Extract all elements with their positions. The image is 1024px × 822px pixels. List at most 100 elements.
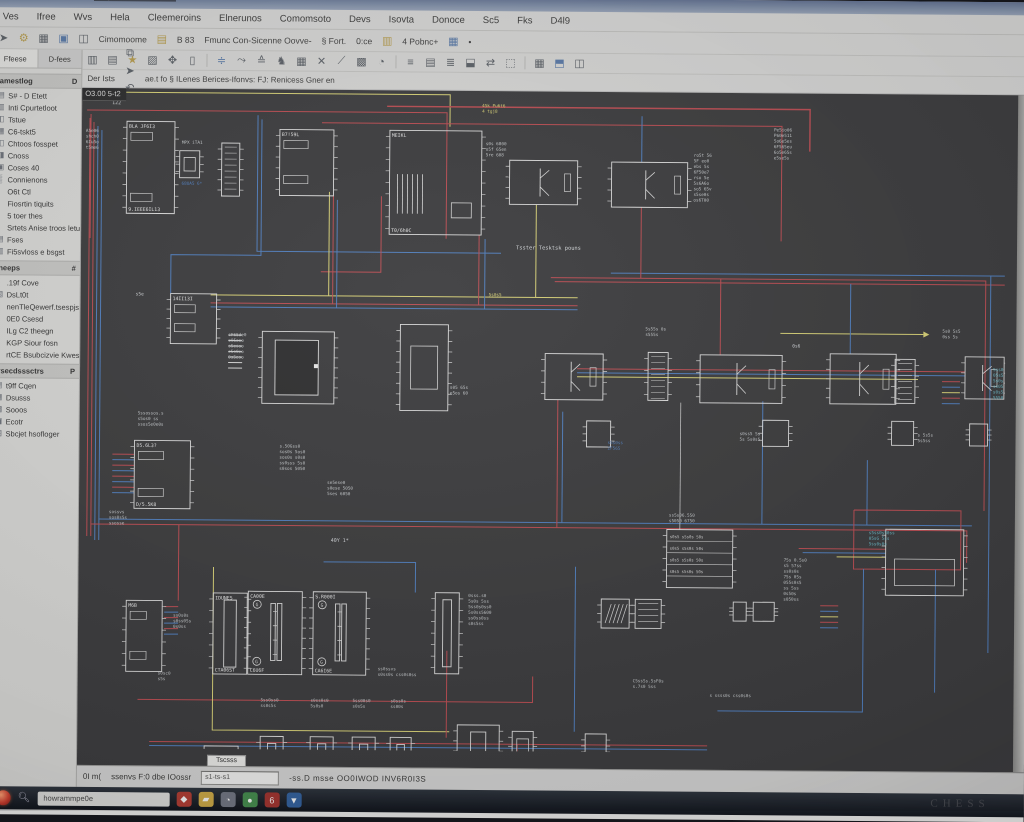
menu-item-comomsoto[interactable]: Comomsoto — [271, 13, 340, 25]
menu-item-hela[interactable]: Hela — [101, 12, 139, 23]
wire-r[interactable] — [137, 673, 532, 702]
wire-b[interactable] — [988, 276, 991, 653]
wire-b[interactable] — [867, 460, 868, 525]
sidebar-tab-devices[interactable]: D-fees — [38, 50, 82, 68]
component-box[interactable] — [217, 143, 243, 196]
tool-icon-5[interactable]: ▯ — [183, 52, 201, 69]
wire-y[interactable] — [780, 333, 923, 334]
menu-item-donoce[interactable]: Donoce — [423, 15, 474, 26]
sidebar-item[interactable]: .19f Cove — [0, 276, 80, 289]
component-box[interactable] — [396, 324, 453, 410]
wire-y[interactable] — [329, 192, 330, 296]
tool-icon-20[interactable]: ⬓ — [461, 54, 479, 71]
sidebar-item[interactable]: ◨Cnoss — [0, 149, 81, 162]
sidebar-item[interactable]: 5 toer thes — [0, 209, 80, 222]
sheet-tab[interactable]: Tscsss — [207, 755, 246, 766]
component-box[interactable] — [729, 602, 750, 621]
person-icon[interactable]: ◫ — [75, 30, 93, 47]
sidebar-item[interactable]: Srtets Anise troos letu — [0, 221, 80, 234]
wire-b[interactable] — [574, 567, 575, 732]
component-box[interactable] — [891, 359, 919, 403]
sidebar-item[interactable]: ▦C6-tskt5 — [0, 125, 81, 138]
app-red-icon[interactable]: 6 — [264, 792, 279, 807]
pinned-red-icon[interactable]: ◆ — [176, 792, 191, 807]
tool-icon-18[interactable]: ▤ — [421, 54, 439, 71]
pages-icon[interactable]: ▣ — [55, 30, 73, 47]
sidebar-item[interactable]: nenTleQewerf.tsespjs. — [0, 300, 80, 313]
component-box[interactable] — [881, 529, 968, 596]
component-box[interactable] — [607, 162, 691, 208]
component-box[interactable] — [965, 424, 991, 446]
menu-item-cleemeroins[interactable]: Cleemeroins — [139, 12, 210, 24]
start-button[interactable] — [0, 790, 11, 805]
sidebar-item[interactable]: rtCE Bsubcizvie Kwes! — [0, 348, 79, 361]
sidebar-item[interactable]: ◪Ecotr — [0, 415, 79, 428]
tool-icon-21[interactable]: ⇄ — [481, 54, 499, 71]
component-box[interactable]: M6B — [122, 600, 167, 671]
app-blue-icon[interactable]: ▼ — [286, 793, 301, 808]
tool-icon-17[interactable]: ≡ — [401, 53, 419, 70]
component-box[interactable] — [631, 599, 665, 628]
menu-item-d4l9[interactable]: D4l9 — [541, 16, 579, 27]
tool-icon-3[interactable]: ▨ — [143, 51, 161, 68]
component-box[interactable]: 14II13I — [166, 294, 220, 344]
component-box[interactable] — [749, 602, 778, 621]
wire-r[interactable] — [479, 235, 480, 305]
list-icon[interactable]: ▤ — [153, 30, 171, 47]
tool-icon-22[interactable]: ⬚ — [501, 54, 519, 71]
sidebar-item[interactable]: Fiosrtin tiquits — [0, 197, 80, 210]
sidebar-tab-files[interactable]: Ffeese — [0, 49, 38, 67]
wire-y[interactable] — [577, 377, 918, 380]
menu-item-devs[interactable]: Devs — [340, 14, 380, 25]
canvas-tool-icon-0[interactable]: ⧉ — [121, 45, 139, 62]
wire-r[interactable] — [333, 196, 334, 304]
component-box[interactable] — [453, 725, 503, 755]
tool-icon-26[interactable]: ◫ — [570, 55, 588, 72]
tool-icon-0[interactable]: ▥ — [83, 51, 101, 68]
wire-r[interactable] — [555, 282, 1005, 286]
wire-y[interactable] — [211, 295, 578, 298]
component-box[interactable]: D5.6L3?D/5.5K8 — [130, 440, 195, 509]
component-box[interactable] — [696, 355, 786, 404]
grid-icon[interactable]: ▦ — [35, 30, 53, 47]
component-box[interactable] — [887, 421, 917, 445]
sidebar-item[interactable]: O6t Ctl — [0, 185, 81, 198]
tool-icon-11[interactable]: ▦ — [292, 53, 310, 70]
wire-r[interactable] — [549, 278, 986, 511]
tool-icon-8[interactable]: ⤳ — [232, 52, 250, 69]
sidebar-item[interactable]: 0E0 Csesd — [0, 312, 80, 325]
wire-r[interactable] — [178, 525, 179, 601]
tool-icon-24[interactable]: ▦ — [530, 54, 548, 71]
menu-item-wvs[interactable]: Wvs — [65, 12, 102, 23]
wire-b[interactable] — [762, 401, 763, 524]
component-box[interactable] — [306, 737, 337, 755]
menu-item-ifree[interactable]: Ifree — [28, 11, 65, 22]
component-box[interactable] — [200, 746, 242, 755]
sidebar-item[interactable]: ▤Fses — [0, 233, 80, 246]
sidebar-item[interactable]: ▤S# - D Etett — [0, 89, 81, 102]
tool-icon-9[interactable]: ≙ — [252, 52, 270, 69]
wire-r[interactable] — [641, 207, 642, 278]
tool-icon-19[interactable]: ≣ — [441, 54, 459, 71]
sidebar-item[interactable]: ▒Connienons — [0, 173, 81, 186]
wire-r[interactable] — [211, 303, 578, 306]
component-box[interactable] — [644, 352, 672, 400]
sidebar-item[interactable]: ▥Fi5svloss e bsgst — [0, 245, 80, 258]
sidebar-item[interactable]: ▥Inti Cpurtetloot — [0, 101, 81, 114]
sidebar-item[interactable]: ▣Coses 40 — [0, 161, 81, 174]
component-box[interactable] — [176, 151, 204, 178]
wire-r[interactable] — [321, 196, 382, 272]
cursor-icon[interactable]: ➤ — [0, 29, 13, 46]
component-box[interactable]: B7!59L — [275, 129, 338, 195]
component-box[interactable] — [597, 599, 633, 628]
wire-r[interactable] — [149, 741, 707, 745]
wire-b[interactable] — [803, 553, 886, 554]
sidebar-item[interactable]: ▦Dsusss — [0, 391, 79, 404]
